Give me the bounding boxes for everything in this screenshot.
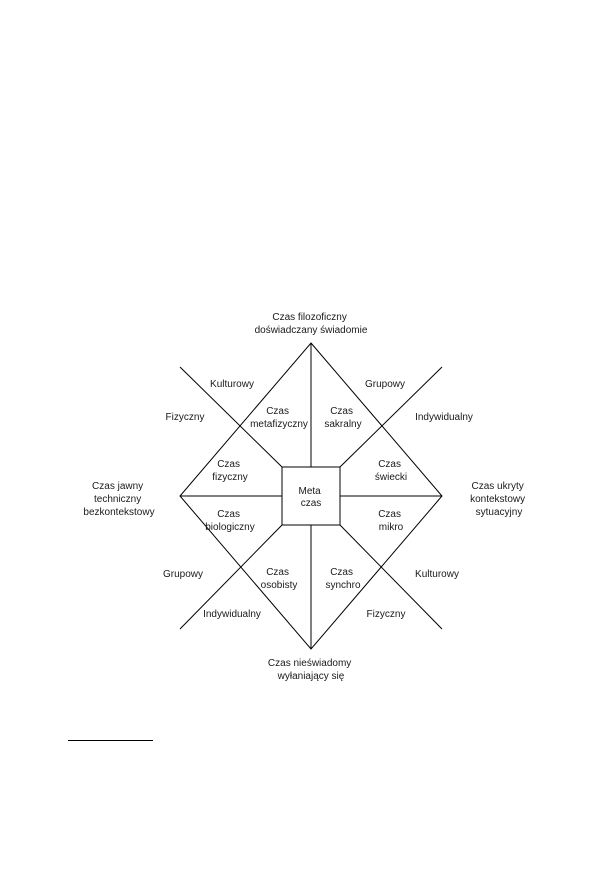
diagonal-lower-right [339, 524, 443, 630]
sector-fizyczny: Czas fizyczny [212, 459, 248, 483]
center-label: Meta czas [298, 486, 323, 509]
pole-top-label: Czas filozoficzny doświadczany świadomie [255, 312, 368, 336]
outer-label-lower-right-b: Fizyczny [367, 609, 406, 620]
sector-swiecki: Czas świecki [375, 459, 407, 483]
outer-label-lower-right-a: Kulturowy [415, 569, 459, 580]
outer-label-lower-left-a: Grupowy [163, 569, 203, 580]
pole-bottom-label: Czas nieświadomy wyłaniający się [268, 658, 354, 682]
center-box [281, 466, 341, 526]
diagonal-upper-right [339, 366, 443, 468]
diagonal-lower-left [179, 524, 283, 630]
sector-synchro: Czas synchro [325, 567, 360, 591]
diagonal-upper-left [179, 366, 283, 468]
sector-sakralny: Czas sakralny [324, 406, 361, 430]
outer-label-lower-left-b: Indywidualny [203, 609, 261, 620]
outer-label-upper-left-a: Kulturowy [210, 379, 254, 390]
pole-right-label: Czas ukryty kontekstowy sytuacyjny [470, 481, 528, 518]
sector-metafizyczny: Czas metafizyczny [250, 406, 308, 430]
outer-label-upper-right-b: Indywidualny [415, 412, 473, 423]
sector-osobisty: Czas osobisty [261, 567, 298, 591]
sector-mikro: Czas mikro [378, 509, 404, 533]
footnote-separator [68, 740, 153, 741]
sector-biologiczny: Czas biologiczny [205, 509, 254, 533]
pole-left-label: Czas jawny techniczny bezkontekstowy [83, 481, 154, 518]
outer-label-upper-right-a: Grupowy [365, 379, 405, 390]
outer-label-upper-left-b: Fizyczny [166, 412, 205, 423]
